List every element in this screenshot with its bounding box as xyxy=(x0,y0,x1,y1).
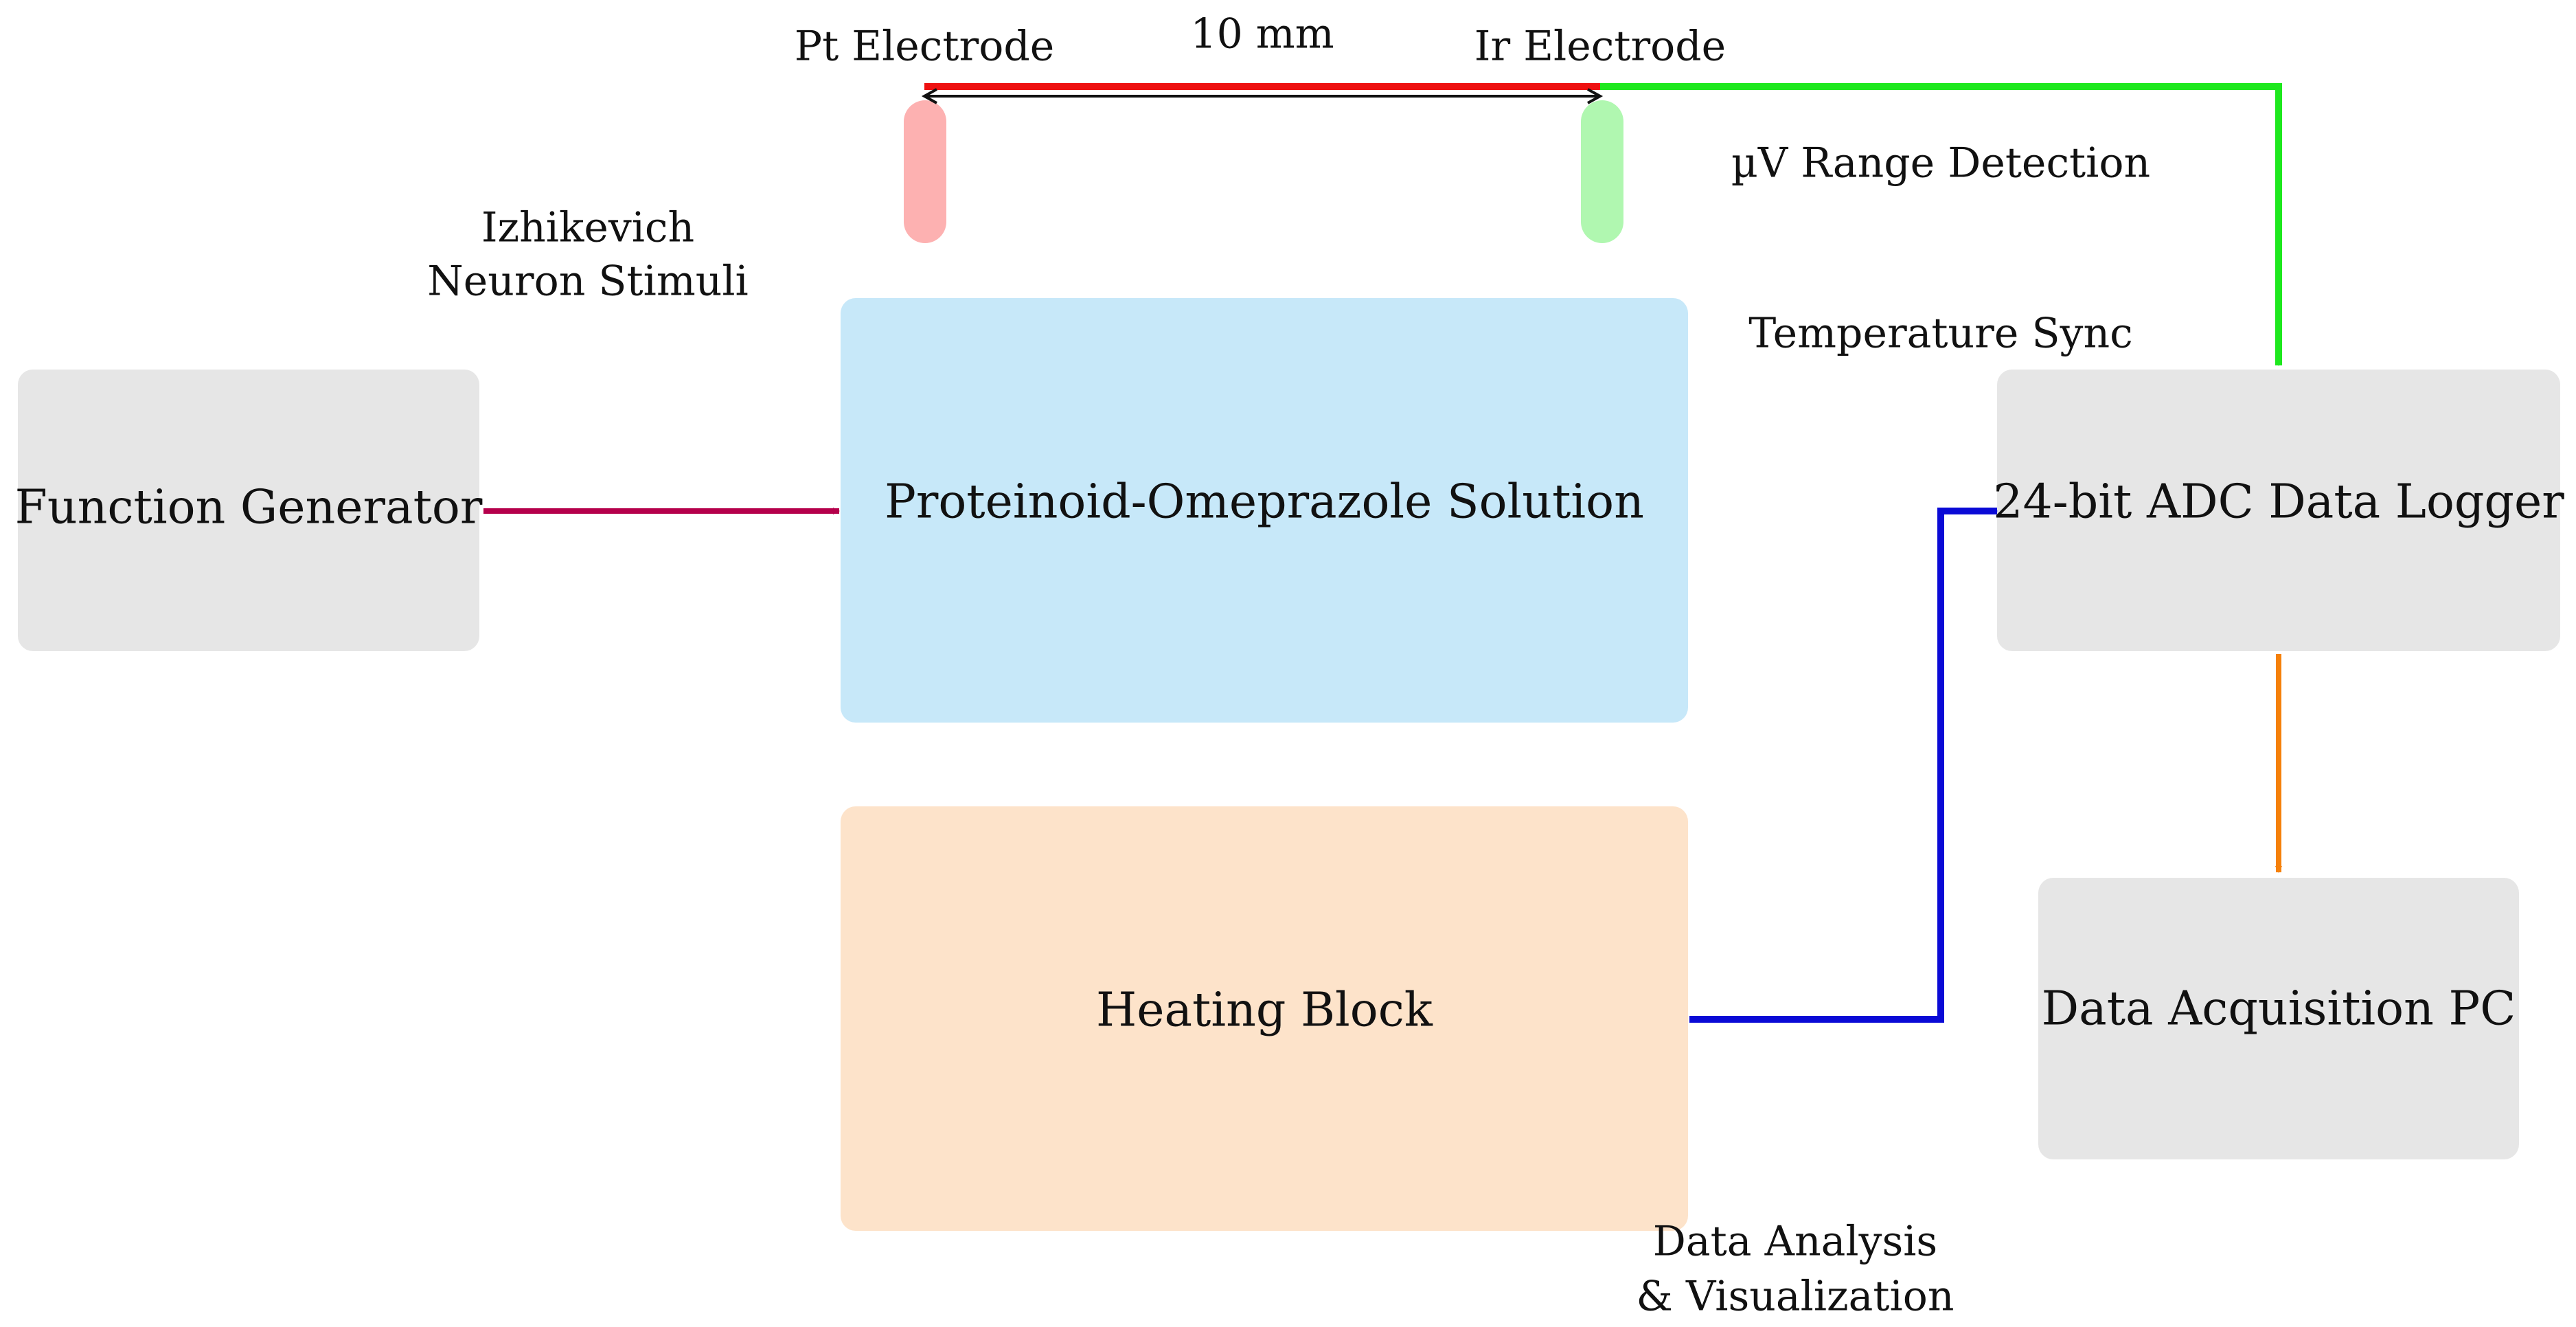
stimuli-label-line1: Izhikevich xyxy=(481,204,694,252)
analysis-label-line1: Data Analysis xyxy=(1653,1218,1937,1266)
ir-electrode-label: Ir Electrode xyxy=(1474,23,1726,71)
solution-label: Proteinoid-Omeprazole Solution xyxy=(885,475,1644,530)
adc-logger-label: 24-bit ADC Data Logger xyxy=(1993,475,2564,530)
pt-electrode xyxy=(904,100,946,243)
adc-logger-box xyxy=(1997,370,2560,651)
analysis-label-line2: & Visualization xyxy=(1637,1273,1954,1321)
function-generator-label: Function Generator xyxy=(15,481,483,535)
ir-electrode xyxy=(1581,100,1623,243)
acquisition-pc-box xyxy=(2038,878,2519,1159)
temperature-sync-label: Temperature Sync xyxy=(1748,310,2132,358)
function-generator-box xyxy=(18,370,479,651)
heating-block-box xyxy=(841,806,1688,1231)
heating-block-label: Heating Block xyxy=(1096,984,1433,1038)
spacing-dimension xyxy=(921,88,1604,104)
pt-electrode-label: Pt Electrode xyxy=(795,23,1055,71)
spacing-label: 10 mm xyxy=(1190,10,1334,58)
solution-box xyxy=(841,298,1688,723)
stimuli-label-line2: Neuron Stimuli xyxy=(427,258,749,306)
acquisition-pc-label: Data Acquisition PC xyxy=(2042,982,2516,1036)
temperature-sync-arrow xyxy=(1689,508,1998,1023)
ir-signal-arrow xyxy=(1600,83,2282,366)
detection-label: µV Range Detection xyxy=(1731,139,2150,188)
